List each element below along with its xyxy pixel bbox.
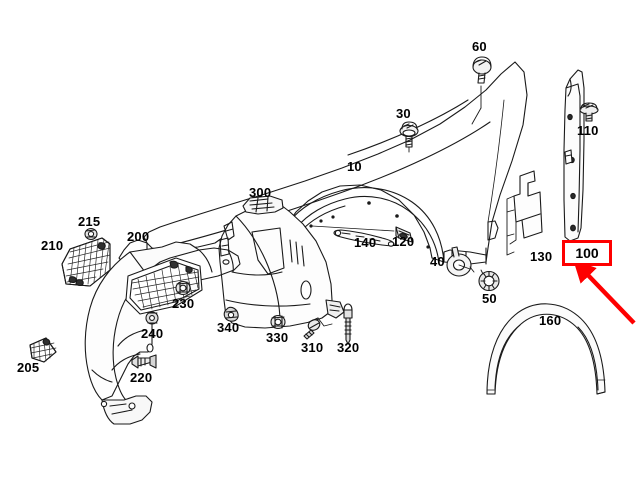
callout-110: 110 — [577, 123, 599, 138]
callout-160: 160 — [539, 313, 562, 328]
part-310-screw — [303, 317, 321, 340]
part-330-nut — [270, 314, 286, 330]
part-10-fender-panel — [118, 61, 528, 267]
callout-210: 210 — [41, 238, 64, 253]
callout-200: 200 — [127, 229, 150, 244]
callout-205: 205 — [17, 360, 40, 375]
callout-30: 30 — [396, 106, 411, 121]
callout-230: 230 — [172, 296, 195, 311]
callout-220: 220 — [130, 370, 153, 385]
part-230-nut — [175, 280, 191, 296]
part-300-liner-rear — [218, 195, 345, 329]
part-60-screw — [471, 56, 492, 125]
callout-320: 320 — [337, 340, 360, 355]
callout-340: 340 — [217, 320, 240, 335]
part-205-mesh-clip — [29, 337, 57, 363]
part-140-trim-strip — [333, 229, 395, 247]
callout-140: 140 — [354, 235, 377, 250]
part-50-serrated-nut — [478, 269, 500, 292]
part-160-wheel-arch-flare — [486, 303, 606, 395]
part-340-clip — [223, 306, 239, 322]
part-210-mesh-insert — [61, 237, 111, 287]
part-215-grommet — [84, 227, 98, 241]
part-110-clip — [579, 102, 599, 122]
callout-120: 120 — [392, 234, 415, 249]
callout-40: 40 — [430, 254, 445, 269]
callout-50: 50 — [482, 291, 497, 306]
callout-300: 300 — [249, 185, 272, 200]
highlight-box-100[interactable]: 100 — [562, 240, 612, 266]
callout-330: 330 — [266, 330, 289, 345]
part-100-mounting-rail — [563, 69, 585, 242]
part-320-expansion-rivet — [343, 303, 353, 345]
callout-215: 215 — [78, 214, 101, 229]
part-120-clip-bracket — [311, 225, 413, 243]
callout-310: 310 — [301, 340, 324, 355]
part-40-grommet — [446, 246, 475, 277]
callout-130: 130 — [530, 249, 553, 264]
callout-10: 10 — [347, 159, 362, 174]
part-130-bracket — [506, 170, 543, 256]
part-220-expansion-rivet — [131, 354, 157, 369]
highlight-box-label: 100 — [575, 245, 599, 261]
callout-240: 240 — [141, 326, 164, 341]
part-30-bolt — [399, 121, 419, 153]
callout-60: 60 — [472, 39, 487, 54]
part-200-liner-front — [84, 241, 241, 425]
part-240-clip — [145, 311, 159, 325]
